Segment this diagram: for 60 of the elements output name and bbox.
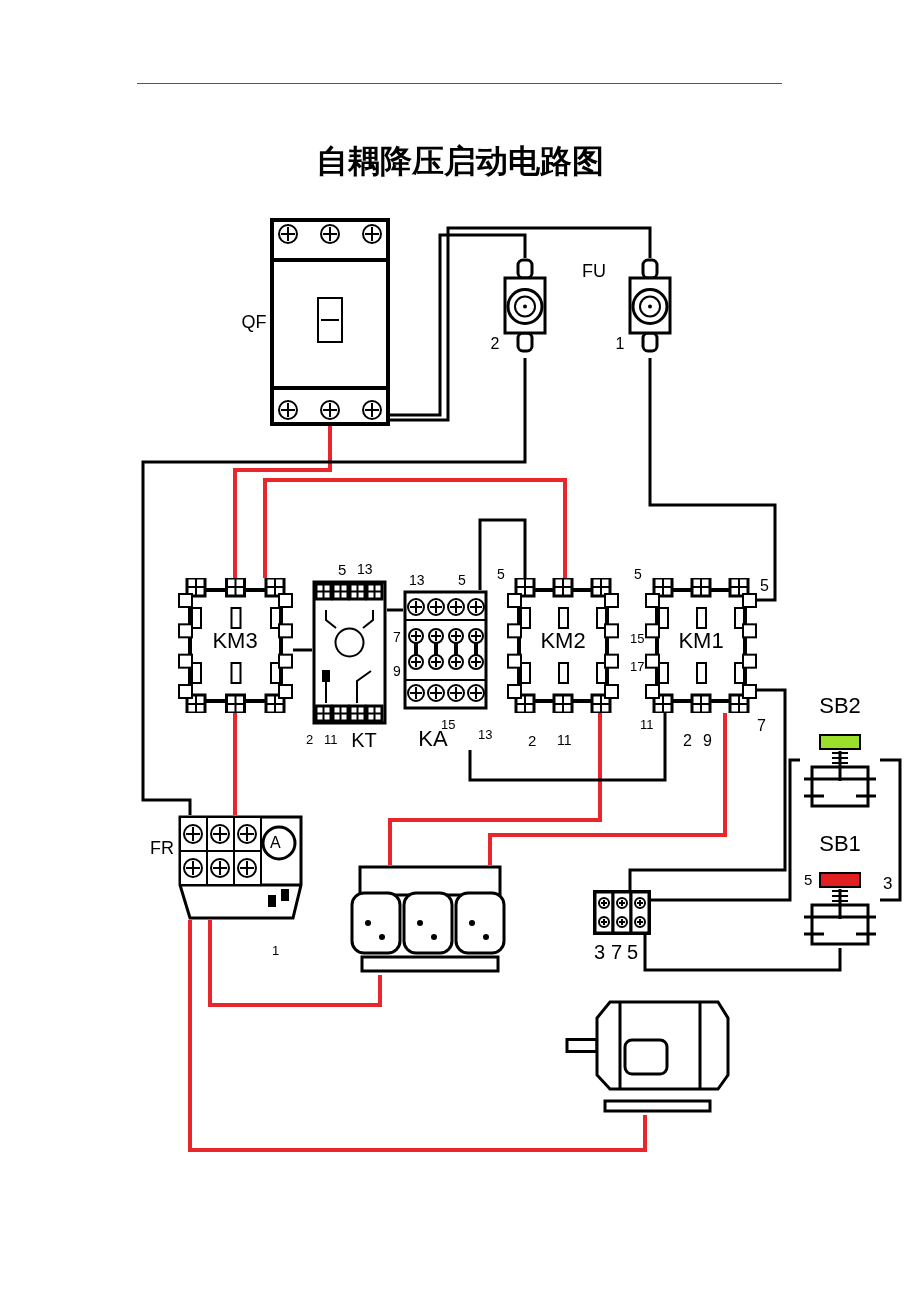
terminal-number: 1 [272, 944, 280, 957]
wire [651, 758, 800, 902]
terminal-number: 11 [324, 733, 338, 746]
wire [468, 713, 667, 782]
wire [648, 358, 777, 602]
device-label: 1 [615, 336, 625, 352]
wire [390, 226, 652, 422]
wire [233, 713, 237, 815]
wire [387, 608, 403, 612]
device-label: KM1 [678, 630, 724, 652]
terminal-number: 3 [594, 942, 606, 962]
wire [628, 688, 787, 890]
device-label: KM3 [212, 630, 258, 652]
wire [880, 758, 902, 902]
terminal-number: 5 [760, 578, 769, 594]
device-label: KM2 [540, 630, 586, 652]
terminal-number: 13 [478, 728, 493, 741]
device-label: FR [150, 839, 174, 857]
terminal-number: 13 [409, 573, 425, 587]
wire [390, 233, 527, 417]
device-label: KA [418, 728, 448, 750]
wire [388, 713, 602, 865]
terminal-number: 15 [441, 718, 456, 731]
terminal-number: 5 [627, 942, 639, 962]
terminal-number: 13 [357, 562, 373, 576]
terminal-number: 11 [640, 718, 654, 731]
wire [293, 648, 312, 652]
terminal-number: 5 [497, 567, 505, 581]
terminal-number: 7 [611, 942, 623, 962]
terminal-number: 15 [630, 632, 645, 645]
terminal-number: 5 [338, 562, 347, 577]
device-label: KT [351, 730, 377, 750]
terminal-number: 9 [393, 664, 401, 678]
wire [208, 920, 382, 1007]
wire [488, 713, 727, 865]
terminal-number: 9 [703, 733, 712, 749]
terminal-number: 7 [393, 630, 401, 644]
device-label: SB2 [819, 695, 861, 717]
terminal-number: 2 [306, 733, 314, 746]
wire [478, 518, 527, 590]
wire [188, 920, 647, 1152]
device-label: SB1 [819, 833, 861, 855]
terminal-number: 11 [557, 733, 572, 747]
terminal-number: 2 [528, 733, 537, 748]
device-label: 2 [490, 336, 500, 352]
device-label: QF [241, 313, 267, 331]
wire [263, 478, 567, 578]
terminal-number: 17 [630, 660, 645, 673]
terminal-number: 3 [883, 875, 893, 892]
wire [643, 935, 842, 972]
component-label: FU [582, 262, 606, 280]
meter-symbol: A [270, 835, 281, 851]
terminal-number: 5 [804, 872, 813, 887]
diagram-title: 自耦降压启动电路图 [316, 141, 604, 182]
terminal-number: 7 [757, 718, 766, 734]
wire [233, 426, 332, 578]
wire [141, 358, 527, 815]
terminal-number: 5 [634, 567, 642, 581]
terminal-number: 2 [683, 733, 692, 749]
terminal-number: 5 [458, 573, 466, 587]
